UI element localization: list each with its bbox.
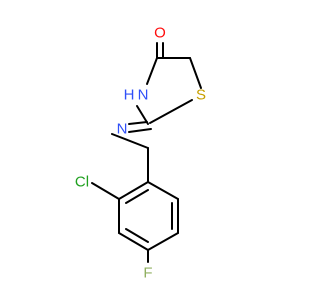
- nitrogen-imine-label: N: [117, 121, 128, 138]
- bond-ar-6: [118, 181, 149, 200]
- bond-n-ch2: [111, 133, 149, 149]
- bond-n3-c2: [136, 105, 149, 125]
- hydrogen-label: H: [124, 87, 135, 104]
- bond-c-cl: [91, 182, 120, 200]
- fluorine-label: F: [143, 265, 152, 282]
- bond-c4-n3: [146, 57, 158, 85]
- bond-ar-1: [147, 181, 179, 200]
- bond-ar-4: [118, 232, 149, 251]
- bond-imine-1: [128, 121, 148, 125]
- bond-ar-inner-3: [125, 189, 149, 204]
- bond-c5-s1: [189, 57, 202, 89]
- oxygen-label: O: [154, 25, 166, 42]
- molecule-structure: O N H S N Cl F: [75, 25, 206, 282]
- bond-ar-3: [147, 232, 179, 251]
- chlorine-label: Cl: [75, 174, 89, 191]
- bond-s1-c2: [149, 99, 193, 124]
- bond-imine-2: [128, 128, 152, 133]
- bond-ar-inner-2: [125, 228, 149, 243]
- sulfur-label: S: [196, 87, 206, 104]
- nitrogen-ring-label: N: [138, 87, 149, 104]
